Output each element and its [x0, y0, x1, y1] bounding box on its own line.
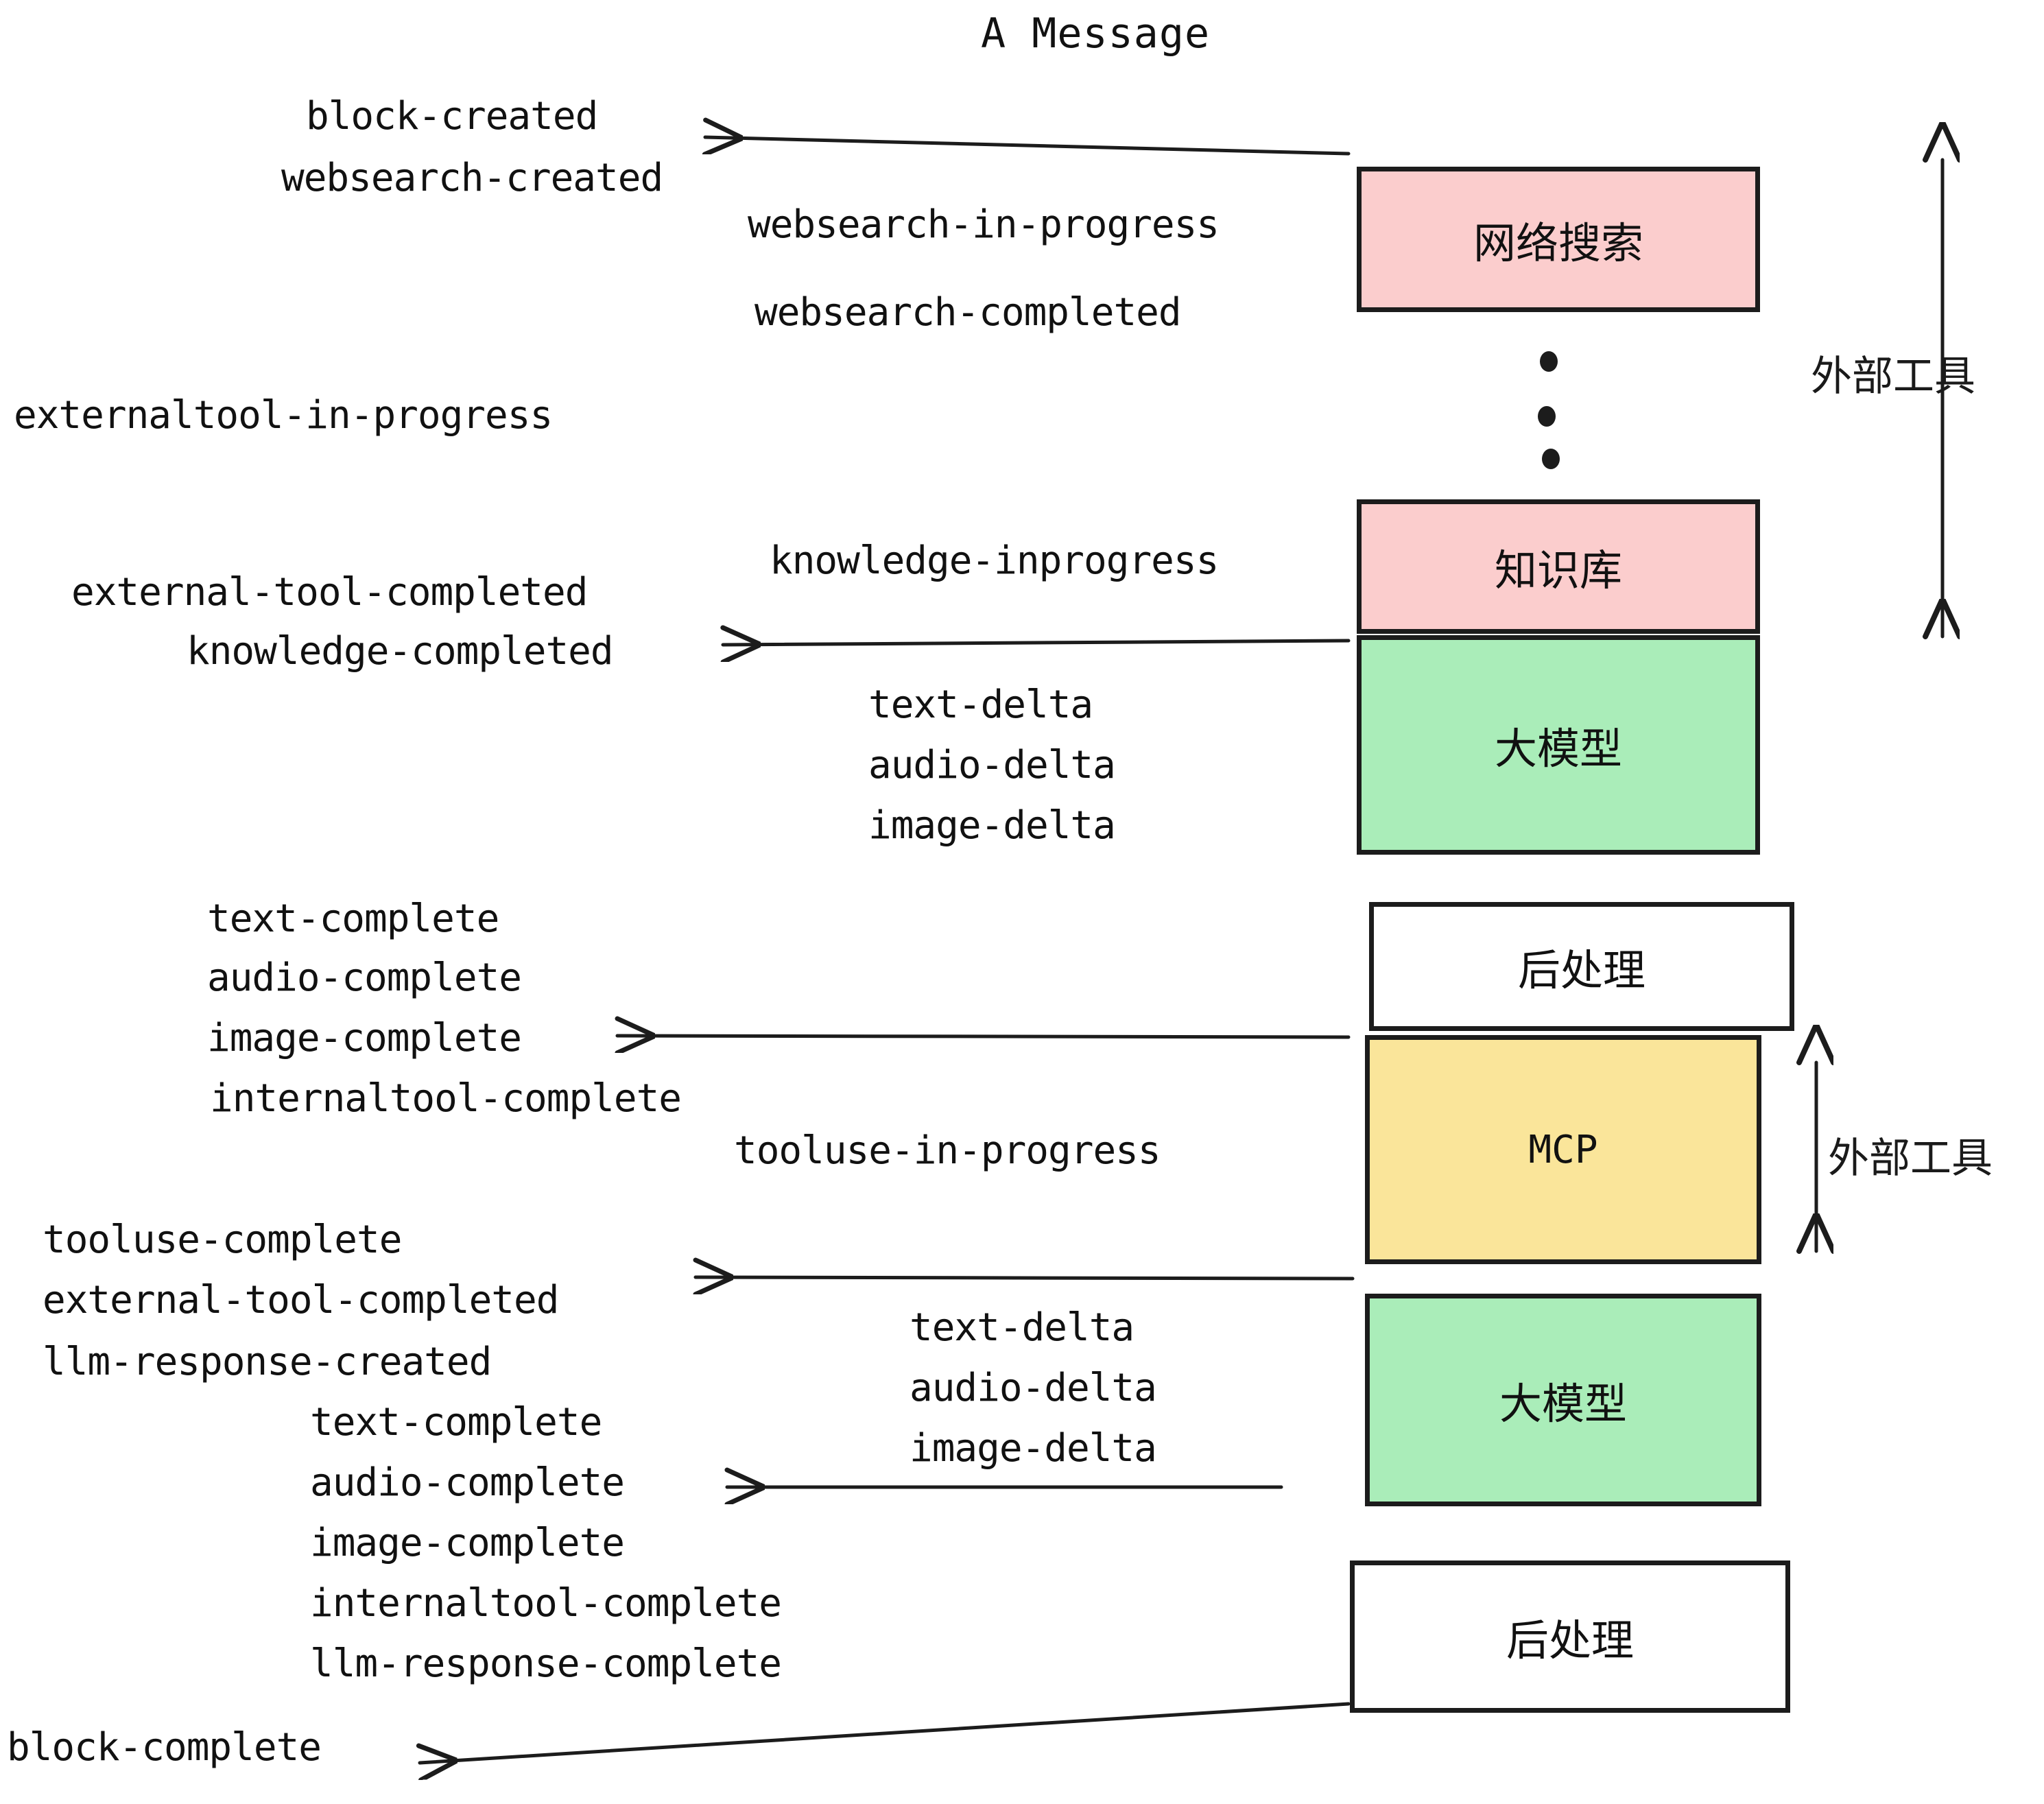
event-label-block-complete: block-complete [7, 1725, 322, 1770]
node-websearch[interactable]: 网络搜索 [1357, 167, 1760, 312]
event-label-knowledge-inprogress: knowledge-inprogress [770, 538, 1219, 583]
event-label-external-tool-completed-1: external-tool-completed [71, 570, 588, 615]
event-label-tooluse-complete: tooluse-complete [43, 1218, 402, 1262]
arrow-websearch-to-left [705, 137, 1351, 156]
event-label-text-delta-2: text-delta [910, 1305, 1134, 1350]
node-label-mcp: MCP [1528, 1127, 1598, 1172]
node-label-post-top: 后处理 [1517, 945, 1645, 995]
event-label-image-delta-1: image-delta [868, 803, 1116, 848]
node-knowledge[interactable]: 知识库 [1357, 499, 1760, 634]
node-label-llm-bottom: 大模型 [1499, 1379, 1627, 1429]
arrow-post-top-to-left [617, 1036, 1351, 1037]
side-label-external-tools-bottom: 外部工具 [1828, 1135, 1993, 1183]
event-label-internaltool-complete-1: internaltool-complete [210, 1076, 682, 1121]
ellipsis-dot-2 [1538, 406, 1556, 427]
event-label-external-tool-completed-2: external-tool-completed [43, 1278, 559, 1322]
event-label-text-complete-2: text-complete [310, 1400, 602, 1445]
event-label-audio-complete-1: audio-complete [207, 956, 522, 1000]
event-label-block-created: block-created [306, 94, 598, 139]
event-label-websearch-created: websearch-created [281, 156, 663, 200]
event-label-websearch-in-progress: websearch-in-progress [748, 202, 1220, 247]
node-post-top[interactable]: 后处理 [1369, 902, 1794, 1031]
arrow-post-bottom-to-left [420, 1702, 1351, 1763]
node-label-websearch: 网络搜索 [1473, 218, 1643, 268]
ellipsis-dot-3 [1542, 449, 1560, 469]
event-label-audio-delta-2: audio-delta [910, 1366, 1157, 1410]
ellipsis-dot-1 [1540, 351, 1558, 372]
event-label-knowledge-completed: knowledge-completed [187, 629, 614, 674]
event-label-websearch-completed: websearch-completed [754, 290, 1182, 335]
event-label-text-delta-1: text-delta [868, 683, 1093, 727]
event-label-llm-response-complete: llm-response-complete [310, 1641, 782, 1686]
node-mcp[interactable]: MCP [1365, 1035, 1761, 1264]
event-label-audio-complete-2: audio-complete [310, 1460, 625, 1505]
node-label-knowledge: 知识库 [1494, 545, 1622, 595]
node-llm-top[interactable]: 大模型 [1357, 635, 1760, 855]
page-title: A Message [981, 10, 1211, 58]
node-post-bottom[interactable]: 后处理 [1350, 1560, 1790, 1713]
event-label-text-complete-1: text-complete [207, 897, 499, 941]
event-label-image-complete-1: image-complete [207, 1016, 522, 1060]
node-llm-bottom[interactable]: 大模型 [1365, 1294, 1761, 1506]
node-label-post-bottom: 后处理 [1506, 1615, 1634, 1665]
arrow-mcp-to-left [696, 1277, 1355, 1279]
event-label-image-delta-2: image-delta [910, 1426, 1157, 1471]
event-label-llm-response-created: llm-response-created [43, 1340, 492, 1384]
node-label-llm-top: 大模型 [1494, 724, 1622, 774]
side-label-external-tools-top: 外部工具 [1811, 353, 1975, 401]
arrow-knowledge-to-left [723, 641, 1351, 645]
event-label-audio-delta-1: audio-delta [868, 743, 1116, 787]
event-label-tooluse-in-progress: tooluse-in-progress [734, 1128, 1161, 1173]
event-label-externaltool-in-progress: externaltool-in-progress [14, 393, 553, 438]
event-label-image-complete-2: image-complete [310, 1521, 625, 1565]
event-label-internaltool-complete-2: internaltool-complete [310, 1581, 782, 1626]
